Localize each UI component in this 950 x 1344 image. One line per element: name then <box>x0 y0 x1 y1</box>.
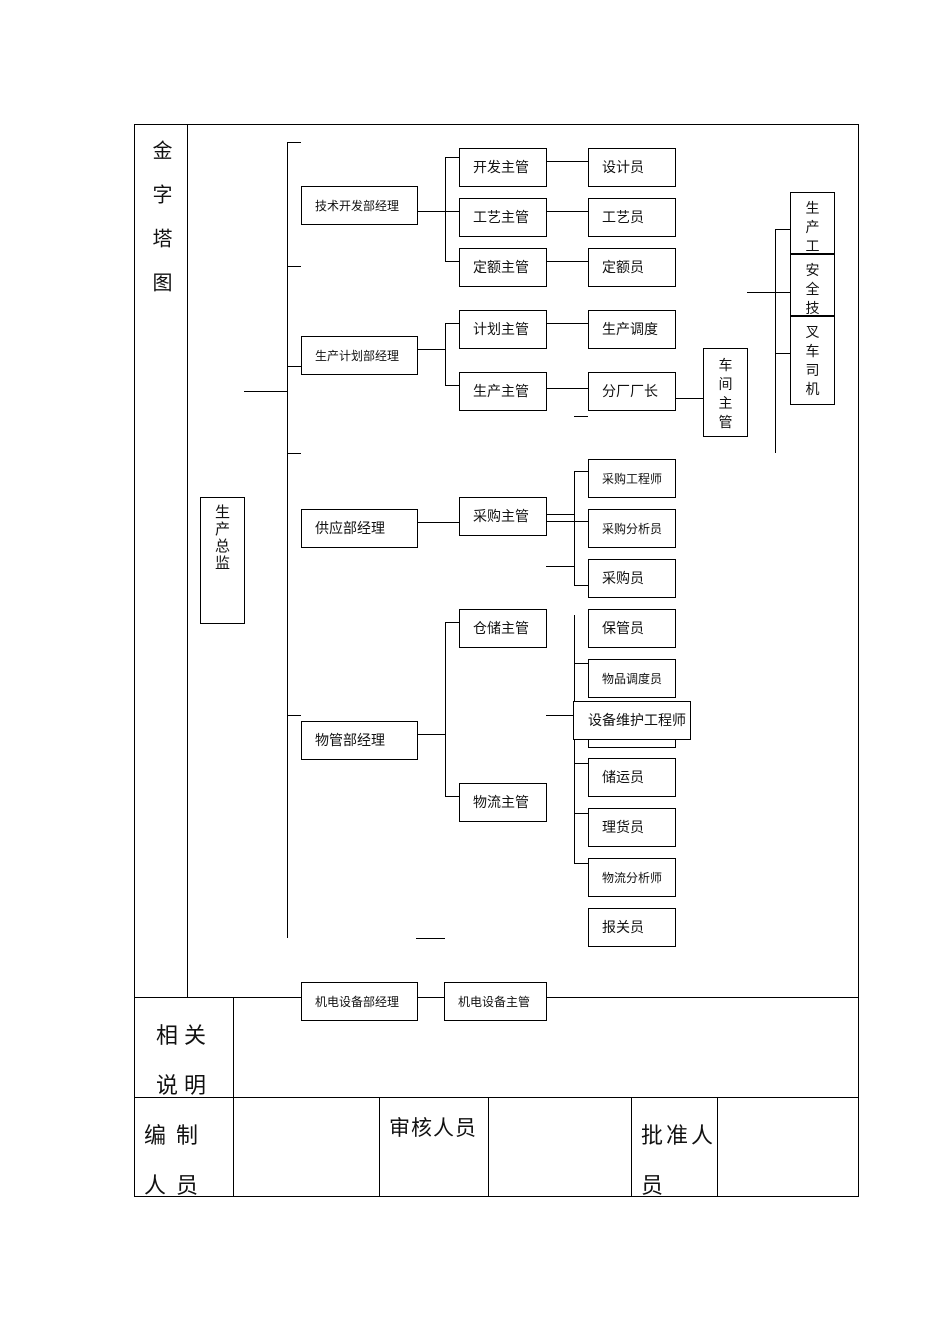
connector <box>445 157 446 261</box>
forklift-box: 叉车司机 <box>790 316 835 405</box>
connector <box>546 521 574 522</box>
staff-scheduling: 生产调度 <box>588 310 676 349</box>
col-divider <box>187 124 188 997</box>
staff-purchase-analyst: 采购分析员 <box>588 509 676 548</box>
staff-technologist: 工艺员 <box>588 198 676 237</box>
connector <box>287 453 301 454</box>
supervisor-dev: 开发主管 <box>459 148 547 187</box>
connector <box>417 997 445 998</box>
manager-tech: 技术开发部经理 <box>301 186 418 225</box>
staff-goods-dispatcher: 物品调度员 <box>588 659 676 698</box>
connector <box>416 938 445 939</box>
staff-purchase-engineer: 采购工程师 <box>588 459 676 498</box>
connector <box>244 391 287 392</box>
connector <box>445 157 459 158</box>
supervisor-production: 生产主管 <box>459 372 547 411</box>
connector <box>574 521 588 522</box>
staff-purchaser: 采购员 <box>588 559 676 598</box>
supervisor-purchase: 采购主管 <box>459 497 547 536</box>
connector <box>574 863 588 864</box>
manager-electro: 机电设备部经理 <box>301 982 418 1021</box>
forklift-label: 叉车司机 <box>805 325 820 398</box>
connector <box>445 323 459 324</box>
connector <box>417 522 459 523</box>
manager-supply: 供应部经理 <box>301 509 418 548</box>
connector <box>445 796 459 797</box>
connector <box>775 353 790 354</box>
connector <box>574 585 588 586</box>
connector <box>417 211 445 212</box>
worker-box: 生产工 <box>790 192 835 254</box>
connector <box>574 763 588 764</box>
connector <box>287 715 301 716</box>
table-frame <box>134 124 859 1197</box>
connector <box>445 323 446 385</box>
director-label: 生产总监 <box>214 503 230 572</box>
connector <box>574 416 588 417</box>
connector <box>546 261 588 262</box>
compiler-label: 编制人员 <box>144 1124 209 1199</box>
manager-material: 物管部经理 <box>301 721 418 760</box>
connector <box>546 211 588 212</box>
col-divider-4 <box>488 1097 489 1197</box>
staff-keeper: 保管员 <box>588 609 676 648</box>
worker-label: 生产工 <box>805 201 820 254</box>
connector <box>445 385 459 386</box>
workshop-label: 车间主管 <box>718 358 733 431</box>
approver-label: 批准人员 <box>641 1124 717 1199</box>
connector <box>747 292 790 293</box>
col-divider-3 <box>379 1097 380 1197</box>
supervisor-warehouse: 仓储主管 <box>459 609 547 648</box>
connector <box>546 514 574 515</box>
connector <box>574 813 588 814</box>
connector <box>574 471 588 472</box>
reviewer-label: 审核人员 <box>389 1116 477 1140</box>
supervisor-logistics: 物流主管 <box>459 783 547 822</box>
connector <box>287 366 301 367</box>
connector <box>445 211 459 212</box>
side-title: 金字塔图 <box>149 140 173 316</box>
connector <box>546 715 574 716</box>
connector <box>574 663 588 664</box>
connector <box>775 229 776 453</box>
connector <box>287 142 288 938</box>
connector <box>546 161 588 162</box>
staff-designer: 设计员 <box>588 148 676 187</box>
supervisor-electro: 机电设备主管 <box>444 982 547 1021</box>
staff-maintenance-engineer: 设备维护工程师 <box>573 701 691 740</box>
manager-plan: 生产计划部经理 <box>301 336 418 375</box>
director-box: 生产总监 <box>200 497 245 624</box>
workshop-box: 车间主管 <box>703 348 748 437</box>
supervisor-plan: 计划主管 <box>459 310 547 349</box>
connector <box>287 266 301 267</box>
staff-shipper: 储运员 <box>588 758 676 797</box>
col-divider-5 <box>631 1097 632 1197</box>
connector <box>445 261 459 262</box>
connector <box>675 398 703 399</box>
connector <box>417 734 445 735</box>
notes-label: 相关说明 <box>156 1024 213 1099</box>
connector <box>445 622 446 796</box>
safety-box: 安全技 <box>790 254 835 316</box>
staff-quota-clerk: 定额员 <box>588 248 676 287</box>
connector <box>546 566 574 567</box>
connector <box>417 349 445 350</box>
supervisor-process: 工艺主管 <box>459 198 547 237</box>
connector <box>445 622 459 623</box>
connector <box>546 323 588 324</box>
connector <box>546 388 588 389</box>
connector <box>775 229 790 230</box>
supervisor-quota: 定额主管 <box>459 248 547 287</box>
connector <box>574 471 575 585</box>
safety-label: 安全技 <box>805 263 820 316</box>
staff-logistics-analyst: 物流分析师 <box>588 858 676 897</box>
staff-tallyman: 理货员 <box>588 808 676 847</box>
row-divider-2 <box>134 1097 859 1098</box>
staff-branch-director: 分厂厂长 <box>588 372 676 411</box>
connector <box>287 142 301 143</box>
staff-customs: 报关员 <box>588 908 676 947</box>
col-divider-6 <box>717 1097 718 1197</box>
